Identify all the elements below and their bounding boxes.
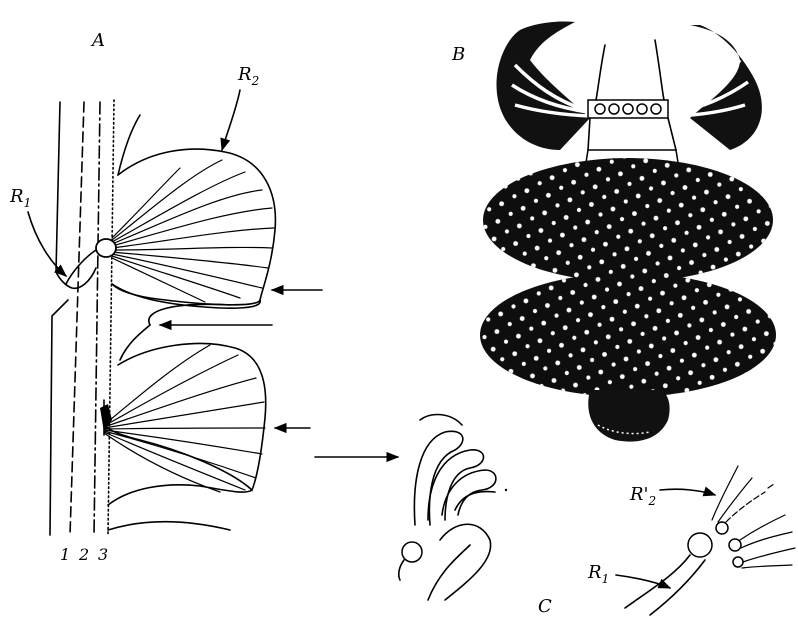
- panel-c: C R'2 R1: [399, 415, 795, 617]
- connector-r1: [56, 268, 96, 288]
- lower-fan: [100, 343, 266, 530]
- layer-3-line: [94, 102, 100, 535]
- r1-pointer: [28, 212, 66, 276]
- layer-lines: [50, 100, 114, 535]
- base-knob: [588, 390, 669, 442]
- stalk-left: [596, 45, 605, 100]
- panel-c-label: C: [538, 596, 552, 617]
- lower-segment-spots: [480, 273, 776, 397]
- right-petal: [690, 25, 762, 150]
- layer-1-line-top: [56, 102, 60, 272]
- upper-segment-spots: [483, 158, 773, 282]
- r1-label: R1: [9, 186, 31, 210]
- c-r1-label: R1: [587, 562, 609, 586]
- detail-loops: [399, 415, 507, 600]
- layer-2-label: 2: [78, 545, 89, 564]
- panel-b-label: B: [451, 44, 465, 65]
- r2-pointer: [222, 90, 240, 150]
- panel-b: B: [451, 21, 776, 441]
- panel-a-label: A: [90, 30, 105, 51]
- stalk-right: [655, 40, 664, 100]
- layer-2-line: [70, 102, 84, 535]
- layer-3-dotted-line: [108, 100, 114, 535]
- c-r2-pointer: [660, 489, 715, 495]
- layer-1-label: 1: [60, 545, 70, 564]
- layer-3-label: 3: [98, 545, 108, 564]
- panel-a: A: [9, 30, 398, 564]
- layer-1-line-bottom: [50, 300, 68, 535]
- branching-structure: [625, 466, 795, 615]
- r2-label: R2: [237, 64, 259, 88]
- tongue-lower: [120, 325, 150, 360]
- collar-sides: [588, 118, 676, 150]
- c-r2-label: R'2: [629, 484, 656, 508]
- left-petal: [497, 21, 590, 150]
